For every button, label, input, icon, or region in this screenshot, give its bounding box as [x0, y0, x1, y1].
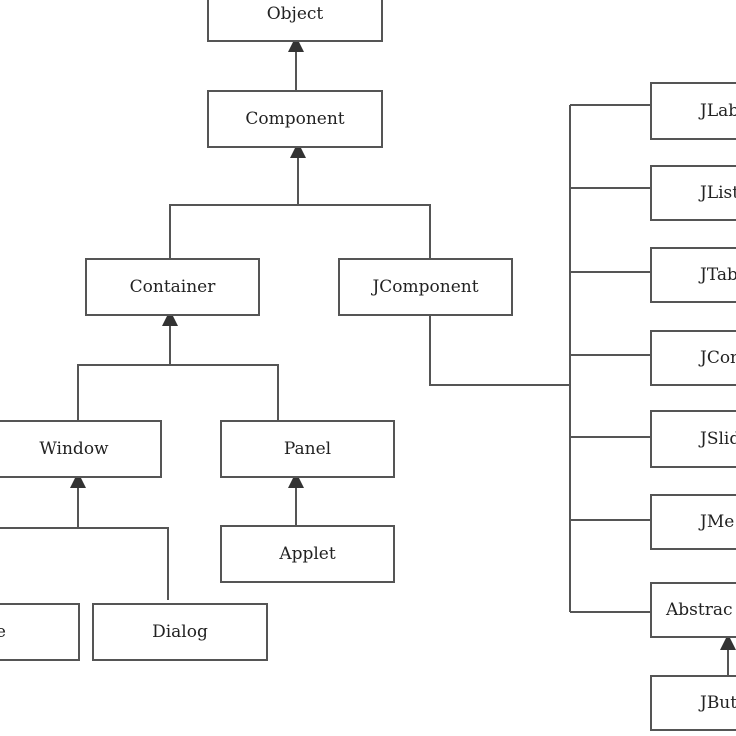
node-jtable: JTab	[650, 247, 736, 303]
node-abstractbutton: Abstrac	[650, 582, 736, 638]
node-dialog: Dialog	[92, 603, 268, 661]
node-component: Component	[207, 90, 383, 148]
node-frame: Frame	[0, 603, 80, 661]
node-window: Window	[0, 420, 162, 478]
node-jlist: JList	[650, 165, 736, 221]
node-applet: Applet	[220, 525, 395, 583]
edge-container-jcomponent-component	[169, 204, 431, 258]
node-jbutton: JBut	[650, 675, 736, 731]
edge-jcomponent-bus	[429, 316, 570, 386]
node-jcombobox: JCom	[650, 330, 736, 386]
node-object: Object	[207, 0, 383, 42]
node-jlabel: JLab	[650, 82, 736, 140]
node-jslider: JSlid	[650, 410, 736, 468]
edge-window-panel-container	[77, 364, 279, 420]
node-panel: Panel	[220, 420, 395, 478]
node-container: Container	[85, 258, 260, 316]
edge-frame-dialog-window	[0, 527, 169, 600]
node-jcomponent: JComponent	[338, 258, 513, 316]
node-jmenu: JMe	[650, 494, 736, 550]
